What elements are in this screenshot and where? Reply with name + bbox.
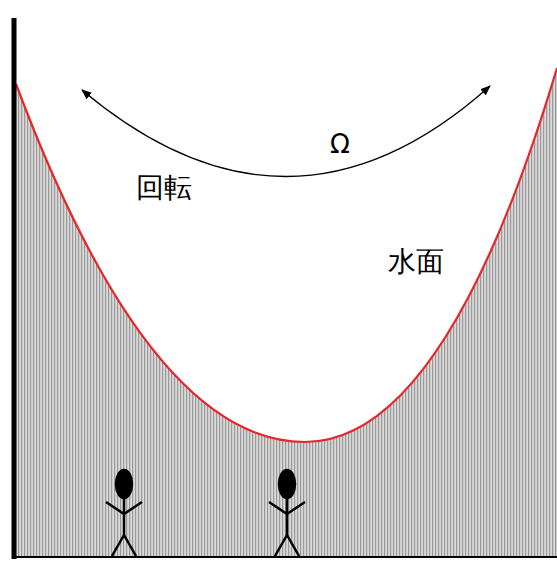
tank-floor xyxy=(12,556,557,558)
water-surface xyxy=(16,68,557,442)
water-surface-label: 水面 xyxy=(388,247,444,278)
rotation-arrow xyxy=(82,86,490,177)
tank-wall xyxy=(12,18,17,559)
rotation-label: 回転 xyxy=(136,173,192,204)
stick-figure xyxy=(106,470,142,556)
angular-velocity-symbol: Ω xyxy=(330,130,350,159)
water-body xyxy=(16,68,557,557)
stick-figure xyxy=(269,470,305,556)
